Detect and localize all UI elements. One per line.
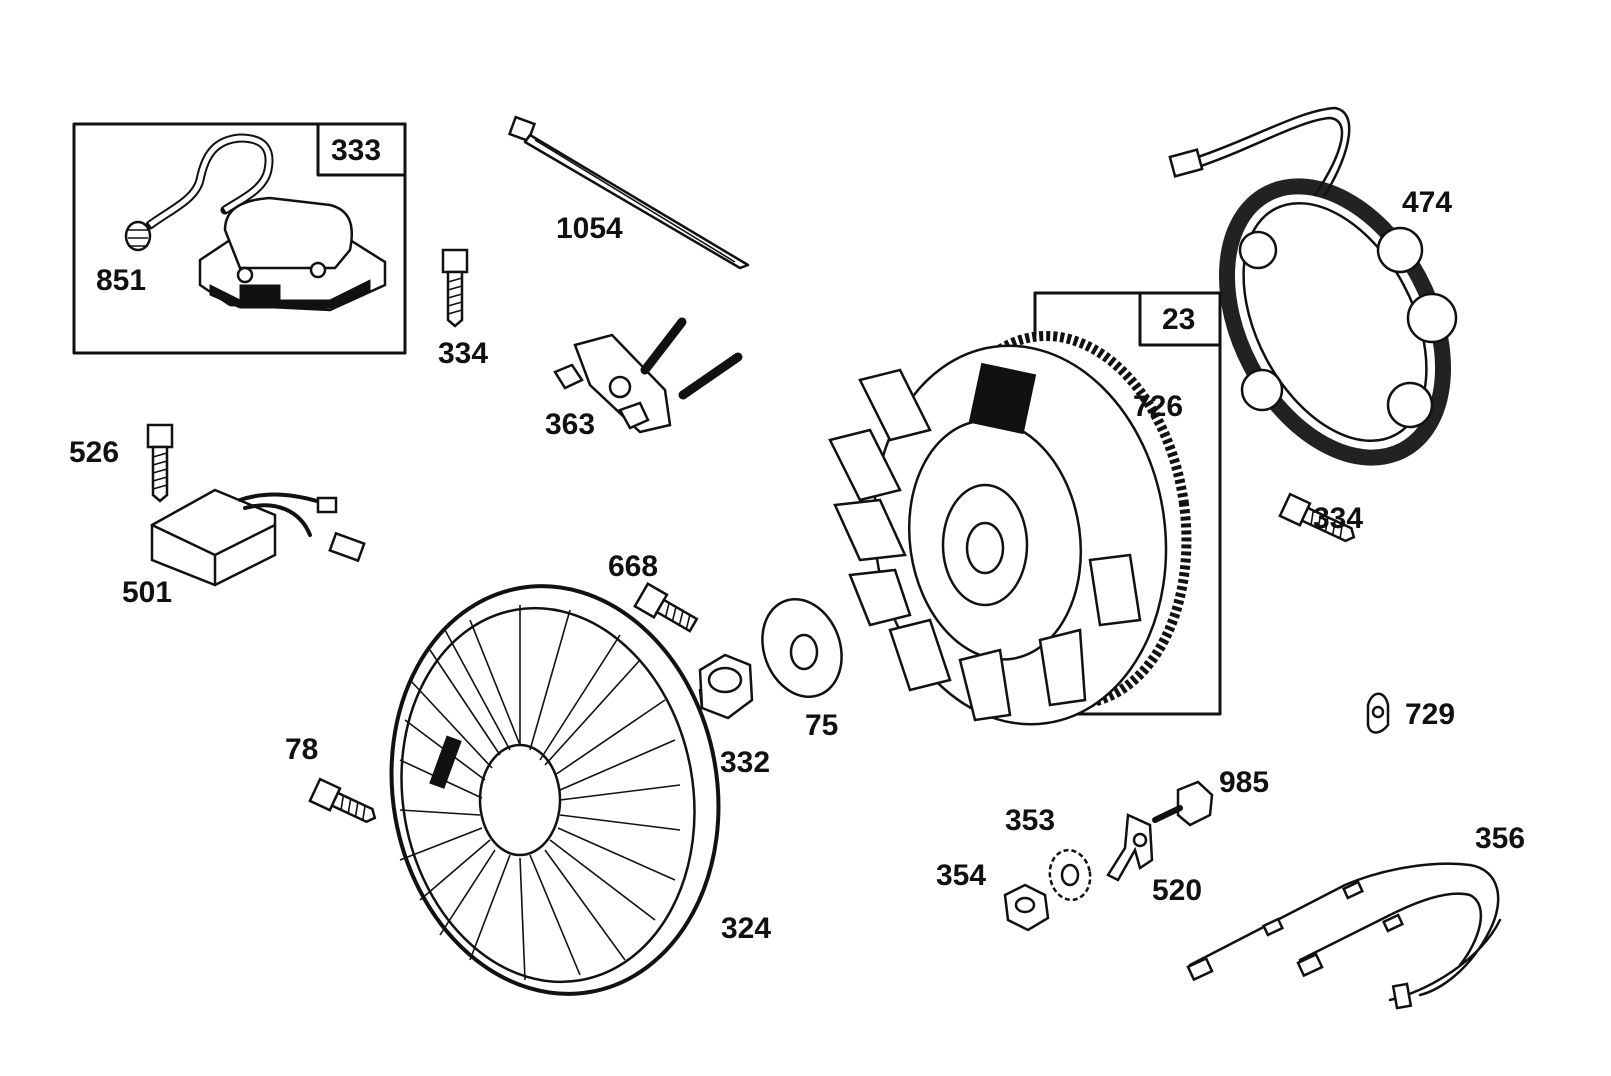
switch-icon [1152, 780, 1214, 827]
part-label-78: 78 [285, 733, 319, 766]
part-label-851: 851 [96, 264, 147, 297]
part-label-75: 75 [805, 709, 839, 742]
washer-icon [761, 598, 843, 698]
part-label-334: 334 [438, 337, 489, 370]
ignition-coil-icon [145, 133, 387, 312]
group-box-333 [72, 122, 407, 355]
part-label-334: 334 [1313, 502, 1364, 535]
group-box-333-tag [316, 122, 407, 177]
part-label-729: 729 [1405, 698, 1456, 731]
flywheel-icon [828, 330, 1192, 726]
part-label-354: 354 [936, 859, 987, 892]
lock-washer-icon [1048, 848, 1092, 902]
cable-tie-icon [507, 115, 750, 270]
part-label-526: 526 [69, 436, 120, 469]
part-label-332: 332 [720, 746, 771, 779]
nut-icon [1003, 883, 1050, 932]
terminal-bracket-icon [1106, 813, 1154, 882]
wire-harness-icon [1186, 862, 1502, 1010]
group-box-23 [1033, 291, 1222, 716]
part-label-520: 520 [1152, 874, 1203, 907]
regulator-icon [150, 488, 366, 587]
part-label-363: 363 [545, 408, 596, 441]
nut-icon [698, 653, 754, 720]
part-label-356: 356 [1475, 822, 1526, 855]
spark-plug-boot-icon [124, 220, 152, 252]
part-label-985: 985 [1219, 766, 1270, 799]
screw-icon [633, 582, 699, 633]
stator-icon [1168, 106, 1458, 466]
part-label-353: 353 [1005, 804, 1056, 837]
part-label-501: 501 [122, 576, 173, 609]
part-label-1054: 1054 [556, 212, 623, 245]
clip-icon [1366, 692, 1390, 734]
part-label-324: 324 [721, 912, 772, 945]
part-label-668: 668 [608, 550, 659, 583]
group-box-23-tag [1138, 291, 1222, 347]
bolt-icon [441, 248, 469, 328]
part-label-23: 23 [1162, 303, 1196, 336]
part-label-726: 726 [1133, 390, 1184, 423]
bolt-icon [146, 423, 174, 503]
part-label-333: 333 [331, 134, 382, 167]
bracket-icon [553, 317, 743, 434]
bolt-icon [308, 777, 377, 824]
part-label-474: 474 [1402, 186, 1453, 219]
bolt-icon [1278, 492, 1356, 543]
fan-screen-icon [389, 584, 721, 996]
